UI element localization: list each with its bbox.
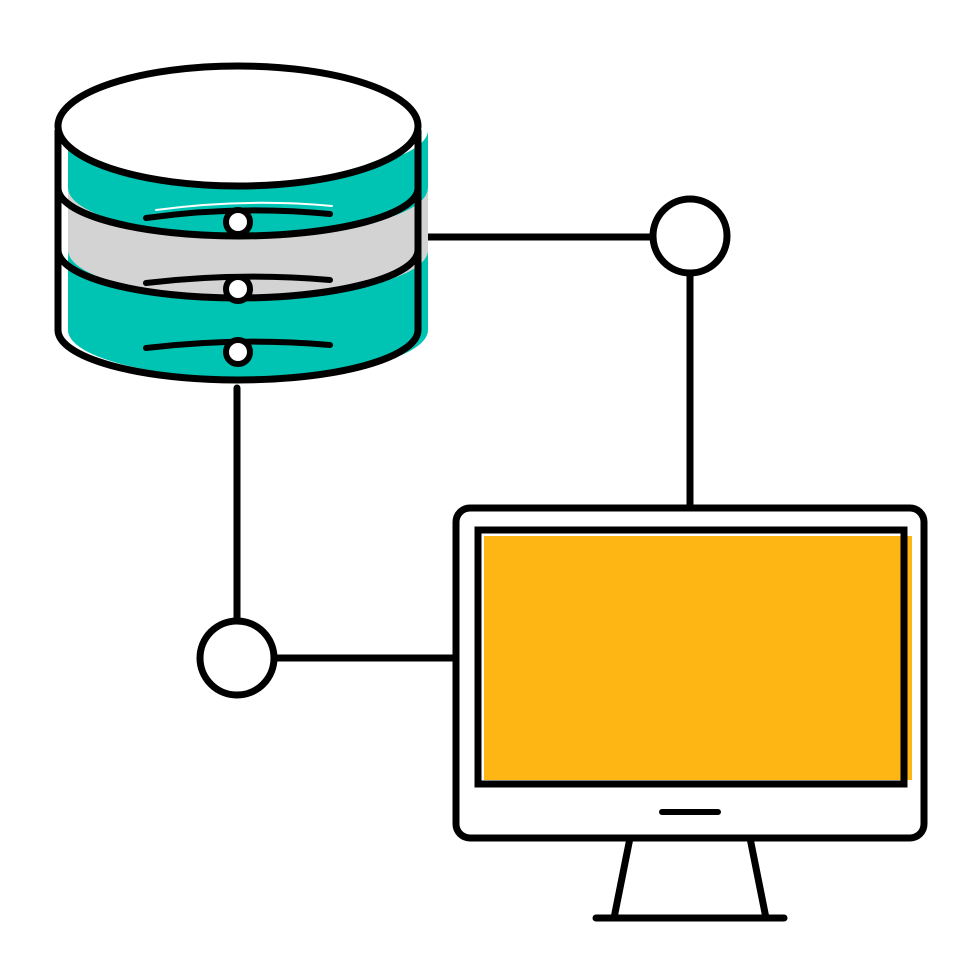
monitor-screen: [474, 526, 908, 788]
connection-lines: [233, 233, 694, 662]
db-indicator-1: [143, 201, 333, 237]
monitor-screen-fill: [484, 536, 912, 780]
database-server-icon: [54, 62, 428, 384]
db-indicator-2: [143, 273, 333, 304]
monitor-stand: [610, 837, 770, 922]
desktop-monitor-icon: [452, 504, 928, 922]
db-band-middle-fill: [68, 188, 428, 298]
network-node-top: [649, 195, 731, 277]
db-body-outline: [54, 130, 422, 384]
network-node-bottom: [196, 617, 278, 699]
db-indicator-3: [143, 337, 333, 367]
db-top-ellipse: [54, 62, 422, 190]
